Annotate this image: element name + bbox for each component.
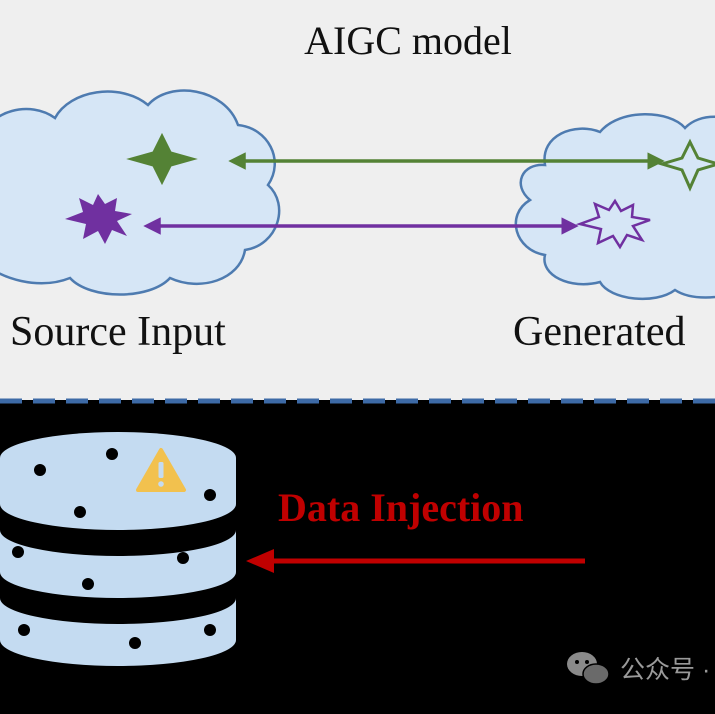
wechat-icon xyxy=(567,652,610,685)
diagram-title: AIGC model xyxy=(304,18,512,63)
generated-label: Generated xyxy=(513,309,686,355)
watermark-text: 公众号 · xyxy=(620,656,710,684)
data-injection-label: Data Injection xyxy=(278,485,524,530)
burst-outline-icon xyxy=(575,198,651,250)
source-input-label: Source Input xyxy=(10,309,226,355)
warning-icon xyxy=(136,448,186,492)
database-icon xyxy=(0,432,236,666)
four-point-star-outline-icon xyxy=(656,138,715,192)
data-injection-arrow xyxy=(246,549,585,573)
source-cloud xyxy=(0,89,281,296)
four-point-star-icon xyxy=(126,132,198,186)
burst-icon xyxy=(65,194,132,244)
